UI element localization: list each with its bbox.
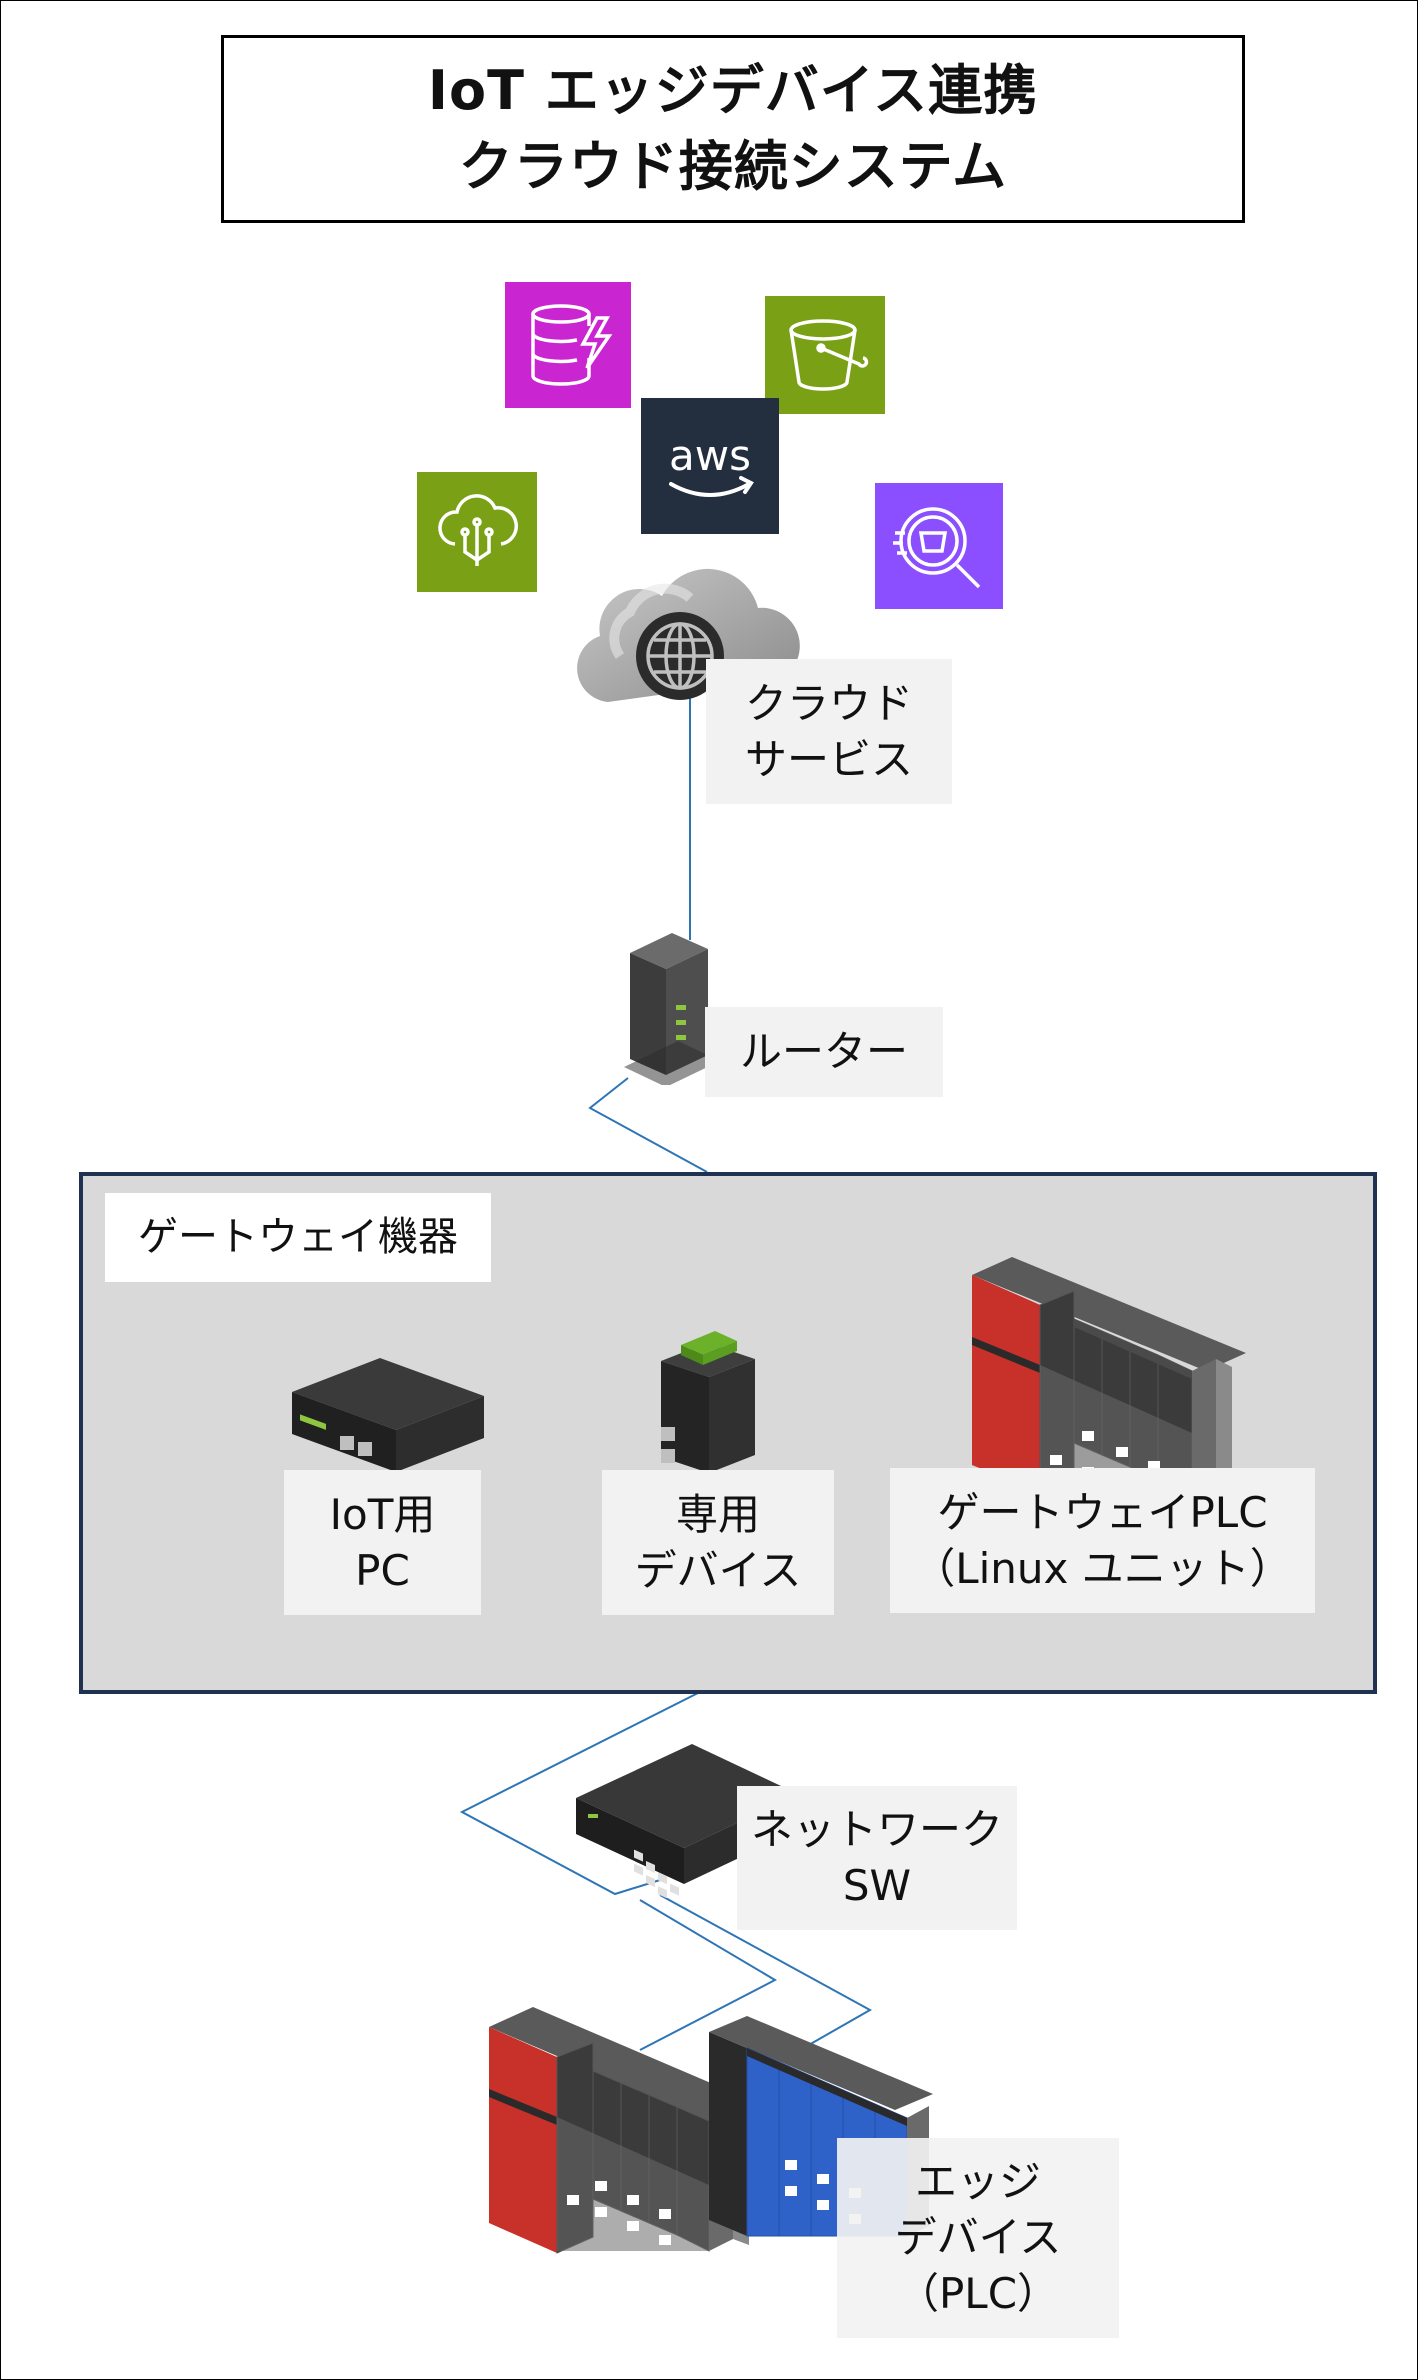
edge-device-label: エッジ デバイス （PLC）: [837, 2138, 1119, 2338]
aws-logo: aws: [641, 398, 779, 534]
s3-bucket-icon: [765, 296, 885, 414]
router-gateway-link: [588, 1077, 708, 1173]
diagram-title: IoT エッジデバイス連携 クラウド接続システム: [221, 35, 1245, 223]
globe-icon: [636, 612, 724, 700]
athena-icon: [875, 483, 1003, 609]
iot-pc-icon: [292, 1358, 484, 1472]
switch-plc-link-2: [659, 1894, 873, 2051]
gateway-plc-icon: [972, 1257, 1246, 1494]
switch-plc-link-1: [639, 1899, 778, 2051]
cloud-service-label: クラウド サービス: [706, 659, 952, 804]
edge-plc-red-icon: [489, 2007, 753, 2254]
router-icon: [624, 933, 720, 1085]
aws-logo-text: aws: [669, 431, 751, 480]
iot-pc-label: IoT用 PC: [284, 1470, 481, 1615]
gateway-group-label: ゲートウェイ機器: [105, 1193, 491, 1282]
gateway-switch-link: [459, 1691, 701, 1896]
router-label: ルーター: [705, 1007, 943, 1097]
dedicated-device-icon: [661, 1331, 755, 1473]
network-switch-label: ネットワーク SW: [737, 1786, 1017, 1930]
iot-core-icon: [417, 472, 537, 592]
title-line-1: IoT エッジデバイス連携: [427, 59, 1039, 122]
dynamodb-icon: [505, 282, 631, 408]
dedicated-device-label: 専用 デバイス: [602, 1470, 834, 1615]
gateway-plc-label: ゲートウェイPLC （Linux ユニット）: [890, 1468, 1315, 1613]
title-line-2: クラウド接続システム: [458, 135, 1008, 198]
